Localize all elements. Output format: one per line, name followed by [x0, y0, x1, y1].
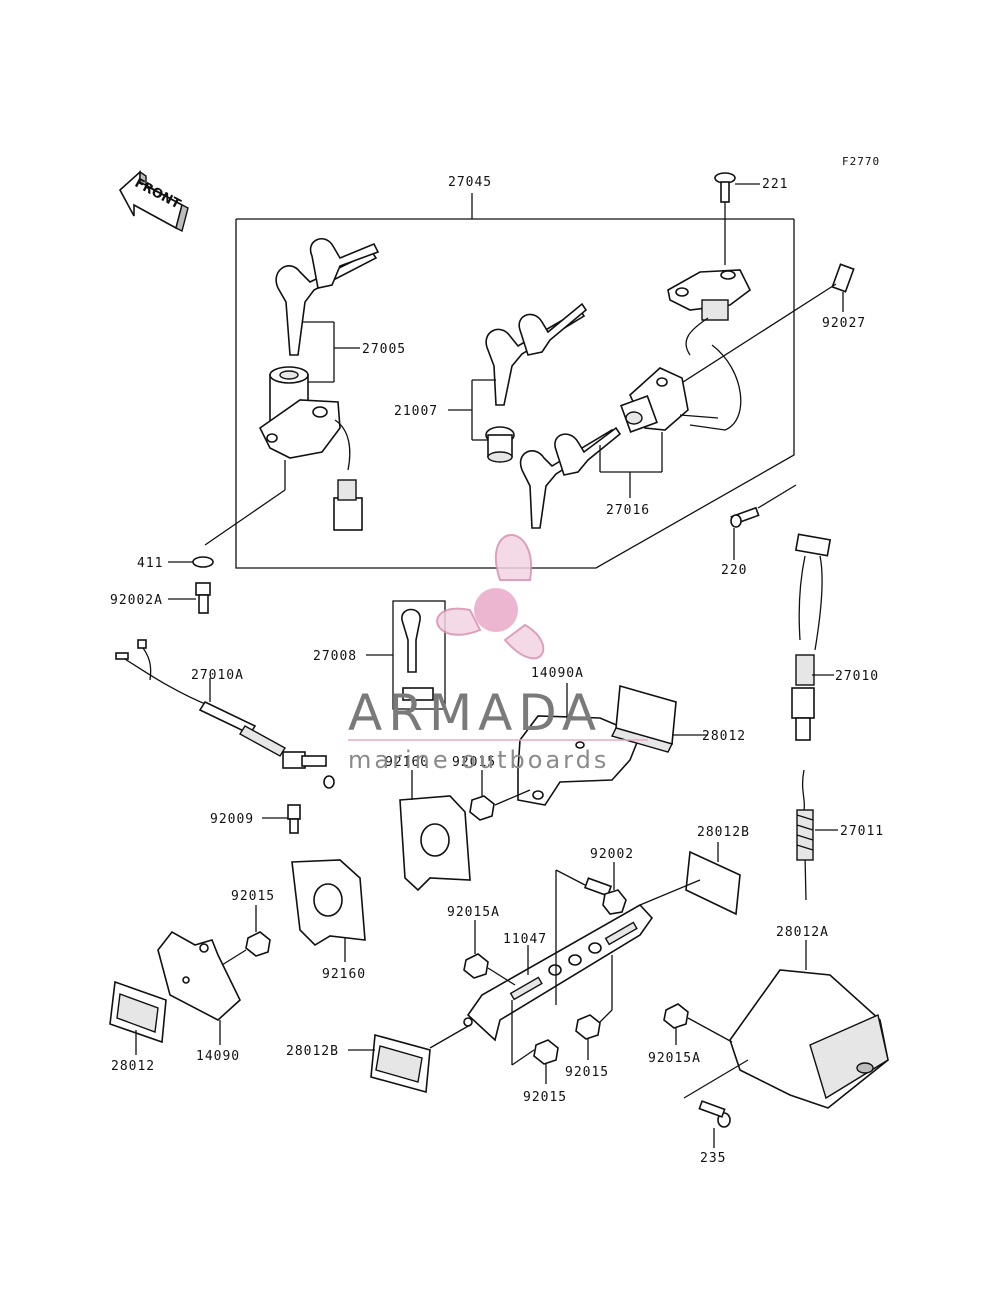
switch-27010A — [115, 639, 335, 789]
label-14090: 14090 — [196, 1049, 240, 1064]
nut-92015-lower-right — [575, 955, 613, 1060]
bolt-92002 — [555, 862, 627, 915]
label-27016: 27016 — [606, 503, 650, 518]
label-92015-b2: 92015 — [565, 1065, 609, 1080]
label-92015A-right: 92015A — [648, 1051, 701, 1066]
spring-27011 — [796, 769, 838, 901]
label-27008: 27008 — [313, 649, 357, 664]
ignition-switch — [204, 366, 363, 546]
watermark-tagline: marine outboards — [348, 746, 609, 774]
label-28012B-bottom: 28012B — [286, 1044, 339, 1059]
label-11047: 11047 — [503, 932, 547, 947]
label-28012-top: 28012 — [702, 729, 746, 744]
label-92009: 92009 — [210, 812, 254, 827]
label-27045: 27045 — [448, 175, 492, 190]
light-28012A — [729, 940, 889, 1109]
label-92027: 92027 — [822, 316, 866, 331]
bolt-92009 — [262, 804, 301, 834]
label-14090A: 14090A — [531, 666, 584, 681]
assembly-bracket-27045 — [235, 193, 795, 569]
figure-code: F2770 — [842, 155, 880, 168]
label-27005: 27005 — [362, 342, 406, 357]
label-92160-top: 92160 — [385, 755, 429, 770]
keys-27005 — [275, 238, 380, 383]
label-92015-left: 92015 — [231, 889, 275, 904]
nut-92015-left — [221, 905, 271, 966]
screw-235 — [683, 1059, 749, 1148]
keys-21007 — [448, 302, 588, 463]
reflector-28012B-right — [639, 842, 741, 916]
plate-92160-top — [399, 770, 471, 892]
switch-27010 — [791, 533, 834, 741]
label-27010A: 27010A — [191, 668, 244, 683]
nut-92015A-right — [663, 1003, 733, 1045]
label-28012A: 28012A — [776, 925, 829, 940]
label-92002: 92002 — [590, 847, 634, 862]
label-28012-left: 28012 — [111, 1059, 155, 1074]
reflector-28012B-bottom — [348, 1024, 471, 1094]
label-92015-top: 92015 — [452, 755, 496, 770]
keys-27016 — [519, 426, 663, 529]
label-27011: 27011 — [840, 824, 884, 839]
bracket-14090 — [157, 930, 241, 1045]
pin-92027 — [654, 263, 855, 401]
label-27010: 27010 — [835, 669, 879, 684]
label-92160-bottom: 92160 — [322, 967, 366, 982]
label-411: 411 — [137, 556, 163, 571]
label-235: 235 — [700, 1151, 726, 1166]
reflector-28012-top — [610, 684, 708, 753]
bolt-92002A — [168, 582, 211, 614]
label-28012B-right: 28012B — [697, 825, 750, 840]
label-92015A-mid: 92015A — [447, 905, 500, 920]
seat-lock-cylinder — [620, 344, 742, 433]
front-arrow-icon: FRONT — [118, 170, 189, 233]
nut-92015A-mid — [463, 920, 516, 986]
reflector-28012-left — [109, 980, 167, 1055]
nut-92015-top — [469, 770, 495, 821]
stay-11047 — [463, 870, 654, 1042]
screw-221 — [714, 172, 760, 265]
nut-92015-lower-left — [511, 1000, 559, 1084]
label-220: 220 — [721, 563, 747, 578]
label-92002A: 92002A — [110, 593, 163, 608]
plate-92160-bottom — [291, 859, 366, 962]
screw-220 — [730, 484, 797, 560]
label-221: 221 — [762, 177, 788, 192]
key-27008 — [366, 600, 446, 710]
switch-bracket — [667, 269, 752, 356]
watermark-logo-icon — [436, 534, 545, 660]
label-92015-b1: 92015 — [523, 1090, 567, 1105]
label-21007: 21007 — [394, 404, 438, 419]
watermark-brand: ARMADA — [348, 684, 602, 742]
washer-411 — [168, 556, 214, 568]
bracket-14090A — [494, 683, 642, 806]
